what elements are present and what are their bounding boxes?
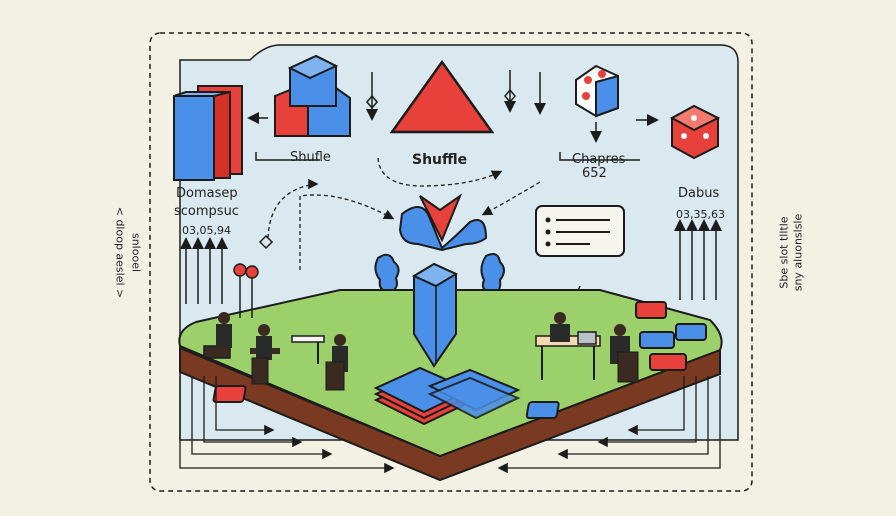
shuffle-hub-icon — [398, 193, 488, 252]
label-domasep: Domasep — [176, 186, 238, 201]
card-stack-icon — [373, 366, 521, 426]
label-shufle: Shufle — [290, 150, 331, 165]
label-shuffle: Shuffle — [412, 152, 468, 168]
right-arrow-bundle — [674, 219, 722, 300]
label-left-number: 03,05,94 — [182, 224, 231, 237]
label-left-vertical-1: snlooel — [129, 232, 143, 273]
book-stack-icon — [173, 85, 243, 181]
puzzle-piece-left — [374, 253, 400, 294]
left-arrow-bundle — [180, 237, 228, 304]
label-right-note-line2: sny aluonslsle — [791, 213, 805, 292]
label-right-number: 03,35,63 — [676, 208, 725, 221]
label-chapres: Chapres — [572, 152, 626, 167]
label-right-note-line1: Sbe slot tlltle — [777, 216, 791, 289]
tile-red-left — [212, 385, 247, 403]
label-left-vertical-2: < dloop aeslel > — [113, 206, 127, 299]
red-triangle-icon — [389, 59, 495, 134]
bottom-return-lines — [179, 376, 721, 474]
tile-blue-right — [525, 401, 560, 419]
label-chapres-number: 652 — [582, 166, 607, 181]
outer-dashed-frame — [149, 32, 753, 492]
document-card-icon — [535, 205, 625, 257]
cube-cluster-icon — [274, 54, 351, 137]
label-scompsuc: scompsuc — [174, 204, 239, 219]
people-left-icon — [203, 263, 348, 391]
red-dice-icon — [669, 104, 721, 160]
people-right-icon — [535, 312, 639, 383]
dice-icon — [575, 64, 619, 118]
shuffle-funnel-icon — [411, 262, 459, 368]
label-dabus: Dabus — [678, 186, 720, 201]
